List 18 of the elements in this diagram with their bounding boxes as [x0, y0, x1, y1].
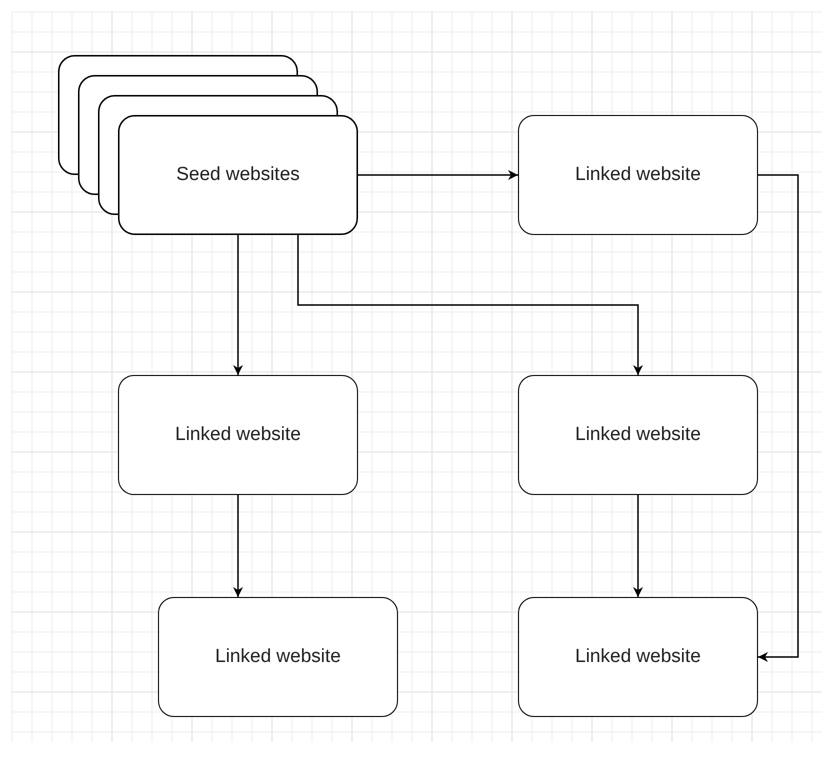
box-label: Linked website [575, 424, 701, 446]
arrow [297, 235, 643, 375]
arrow [633, 495, 643, 597]
box-label: Linked website [575, 164, 701, 186]
process-box [518, 597, 758, 717]
box-label: Linked website [575, 646, 701, 668]
arrow [233, 235, 243, 375]
process-box [518, 375, 758, 495]
stacked-process-box [58, 55, 358, 235]
arrow [358, 170, 518, 180]
arrow [233, 495, 243, 597]
arrow [758, 174, 799, 662]
process-box [118, 375, 358, 495]
process-box [158, 597, 398, 717]
box-label: Linked website [175, 424, 301, 446]
process-box [518, 115, 758, 235]
box-label: Linked website [215, 646, 341, 668]
box-label: Seed websites [176, 164, 300, 186]
